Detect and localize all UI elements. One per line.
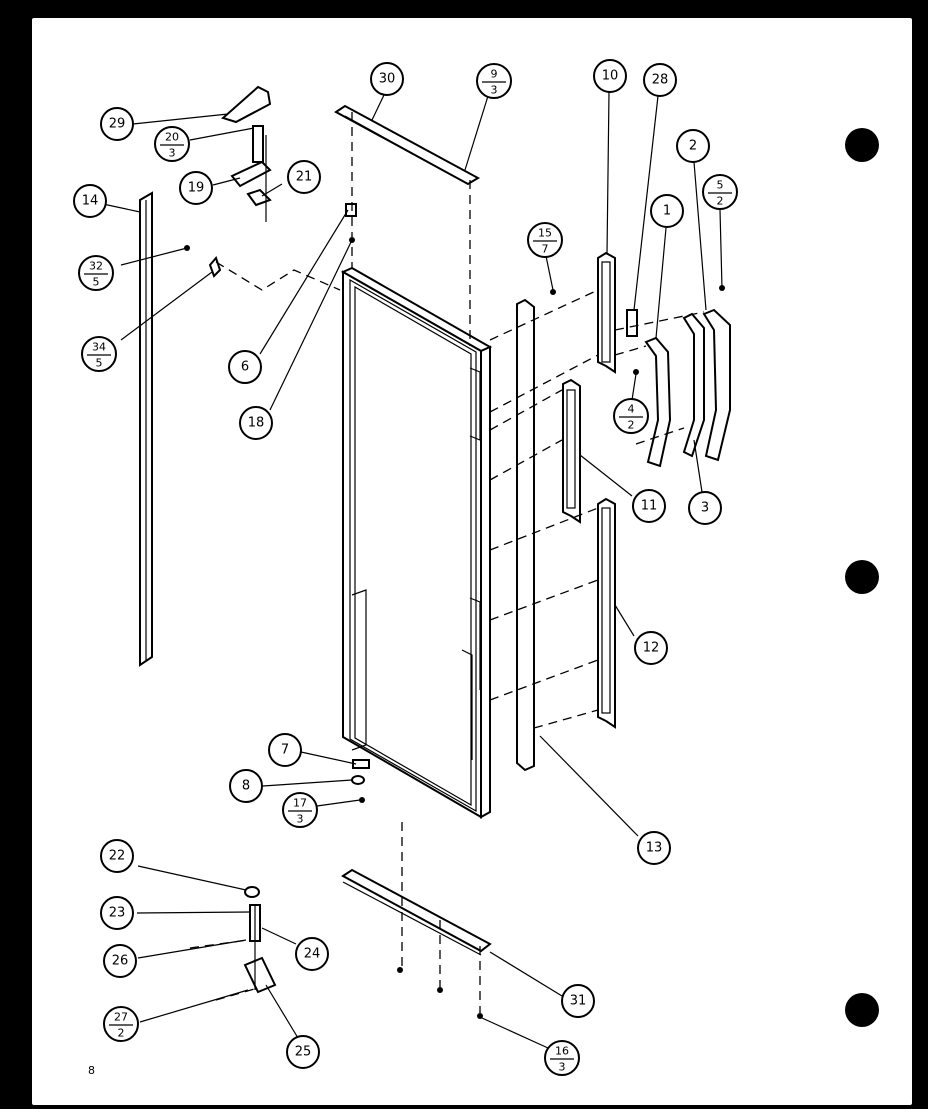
- svg-text:3: 3: [297, 813, 304, 826]
- svg-text:12: 12: [643, 641, 660, 656]
- callout-34-5: 345: [81, 336, 117, 372]
- top-hinge-assembly: [221, 85, 272, 222]
- leader-lines: [102, 91, 723, 1049]
- callout-17-3: 173: [282, 792, 318, 828]
- callout-24: 24: [295, 937, 329, 971]
- svg-text:15: 15: [538, 227, 552, 240]
- svg-text:21: 21: [296, 170, 313, 185]
- svg-text:31: 31: [570, 994, 587, 1009]
- callout-7: 7: [268, 733, 302, 767]
- svg-text:2: 2: [689, 139, 697, 154]
- callout-32-5: 325: [78, 255, 114, 291]
- callout-1: 1: [650, 194, 684, 228]
- callout-29: 29: [100, 107, 134, 141]
- callout-30: 30: [370, 62, 404, 96]
- trim-piece-11: [562, 378, 581, 524]
- svg-text:6: 6: [241, 360, 249, 375]
- svg-text:4: 4: [628, 403, 635, 416]
- handle-2: [702, 308, 731, 462]
- svg-text:2: 2: [628, 419, 635, 432]
- svg-text:32: 32: [89, 260, 103, 273]
- svg-text:5: 5: [717, 179, 724, 192]
- callout-12: 12: [634, 631, 668, 665]
- callout-3: 3: [688, 491, 722, 525]
- svg-text:7: 7: [542, 243, 549, 256]
- svg-text:3: 3: [559, 1061, 566, 1074]
- svg-text:8: 8: [242, 779, 250, 794]
- svg-text:34: 34: [92, 341, 106, 354]
- page-number: 8: [88, 1064, 95, 1077]
- svg-text:14: 14: [82, 194, 99, 209]
- svg-text:7: 7: [281, 743, 289, 758]
- handle-cap-28: [626, 309, 638, 337]
- callout-21: 21: [287, 160, 321, 194]
- svg-text:22: 22: [109, 849, 126, 864]
- svg-text:20: 20: [165, 131, 179, 144]
- callout-13: 13: [637, 831, 671, 865]
- svg-text:23: 23: [109, 906, 126, 921]
- svg-text:1: 1: [663, 204, 671, 219]
- callout-11: 11: [632, 489, 666, 523]
- callout-4-2: 42: [613, 398, 649, 434]
- side-trim-14: [139, 191, 153, 667]
- svg-text:9: 9: [491, 68, 498, 81]
- svg-text:11: 11: [641, 499, 658, 514]
- callout-16-3: 163: [544, 1040, 580, 1076]
- binder-hole-top: [845, 128, 879, 162]
- svg-text:18: 18: [248, 416, 265, 431]
- callout-6: 6: [228, 350, 262, 384]
- callout-20-3: 203: [154, 126, 190, 162]
- handle-trim-strip-15: [516, 298, 535, 772]
- svg-text:17: 17: [293, 797, 307, 810]
- bottom-trim-31: [341, 868, 492, 956]
- handle-1: [644, 336, 672, 468]
- svg-text:25: 25: [295, 1045, 312, 1060]
- callout-26: 26: [103, 944, 137, 978]
- svg-text:2: 2: [118, 1027, 125, 1040]
- svg-text:27: 27: [114, 1011, 128, 1024]
- svg-text:29: 29: [109, 117, 126, 132]
- bottom-hinge-assembly: [243, 886, 277, 994]
- callout-2: 2: [676, 129, 710, 163]
- callout-19: 19: [179, 171, 213, 205]
- trim-piece-10: [597, 251, 616, 374]
- binder-hole-middle: [845, 560, 879, 594]
- callout-28: 28: [643, 63, 677, 97]
- svg-text:19: 19: [188, 181, 205, 196]
- svg-text:5: 5: [93, 276, 100, 289]
- callout-31: 31: [561, 984, 595, 1018]
- svg-text:30: 30: [379, 72, 396, 87]
- svg-text:3: 3: [491, 84, 498, 97]
- callout-27-2: 272: [103, 1006, 139, 1042]
- svg-text:3: 3: [169, 147, 176, 160]
- callout-14: 14: [73, 184, 107, 218]
- callout-23: 23: [100, 896, 134, 930]
- callout-15-7: 157: [527, 222, 563, 258]
- svg-text:28: 28: [652, 73, 669, 88]
- callout-18: 18: [239, 406, 273, 440]
- svg-text:10: 10: [602, 69, 619, 84]
- callout-22: 22: [100, 839, 134, 873]
- callout-8: 8: [229, 769, 263, 803]
- callout-25: 25: [286, 1035, 320, 1069]
- svg-text:13: 13: [646, 841, 663, 856]
- svg-text:2: 2: [717, 195, 724, 208]
- top-trim-30: [334, 104, 481, 186]
- binder-hole-bottom: [845, 993, 879, 1027]
- svg-text:26: 26: [112, 954, 129, 969]
- svg-text:24: 24: [304, 947, 321, 962]
- svg-text:3: 3: [701, 501, 709, 516]
- callout-10: 10: [593, 59, 627, 93]
- door-panel: [340, 266, 493, 819]
- svg-text:16: 16: [555, 1045, 569, 1058]
- svg-text:5: 5: [96, 357, 103, 370]
- callout-5-2: 52: [702, 174, 738, 210]
- callout-9-3: 93: [476, 63, 512, 99]
- handle-3: [682, 312, 705, 458]
- trim-piece-12: [597, 497, 616, 729]
